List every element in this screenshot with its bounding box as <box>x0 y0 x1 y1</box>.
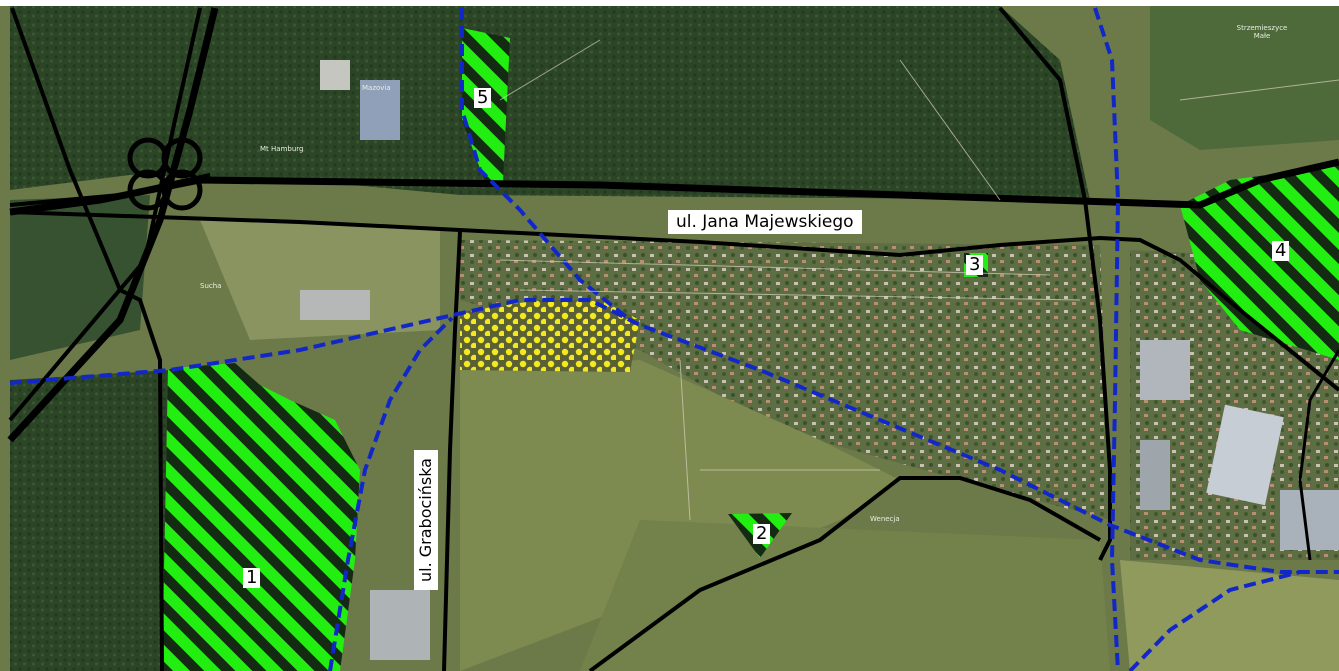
majewskiego-road <box>9 210 1339 392</box>
northern-forest <box>10 6 1090 200</box>
zone-2-number[interactable]: 2 <box>753 524 771 544</box>
poi-label: Mazovia <box>362 84 391 92</box>
motorway-interchange <box>7 7 1339 671</box>
zone-4-number[interactable]: 4 <box>1272 241 1290 261</box>
zone-1-area <box>162 363 360 671</box>
railway-lines <box>9 7 1339 671</box>
poi-label: Mt Hamburg <box>260 145 304 153</box>
poi-label: Strzemieszyce Małe <box>1236 24 1288 40</box>
road-label-grabocinska: ul. Grabocińska <box>414 450 438 590</box>
dotted-zone <box>460 300 640 372</box>
west-woodland <box>10 195 150 360</box>
zone-3-number[interactable]: 3 <box>966 255 984 275</box>
zone-1-number[interactable]: 1 <box>243 568 261 588</box>
zone-4-area <box>1180 165 1339 360</box>
poi-label: Wenecja <box>870 515 900 523</box>
western-forest <box>10 370 170 671</box>
warehouse <box>1206 404 1284 506</box>
poi-label: Sucha <box>200 282 222 290</box>
zone-5-number[interactable]: 5 <box>474 88 492 108</box>
grabocinska-road <box>442 231 462 671</box>
road-label-majewskiego: ul. Jana Majewskiego <box>668 210 862 234</box>
